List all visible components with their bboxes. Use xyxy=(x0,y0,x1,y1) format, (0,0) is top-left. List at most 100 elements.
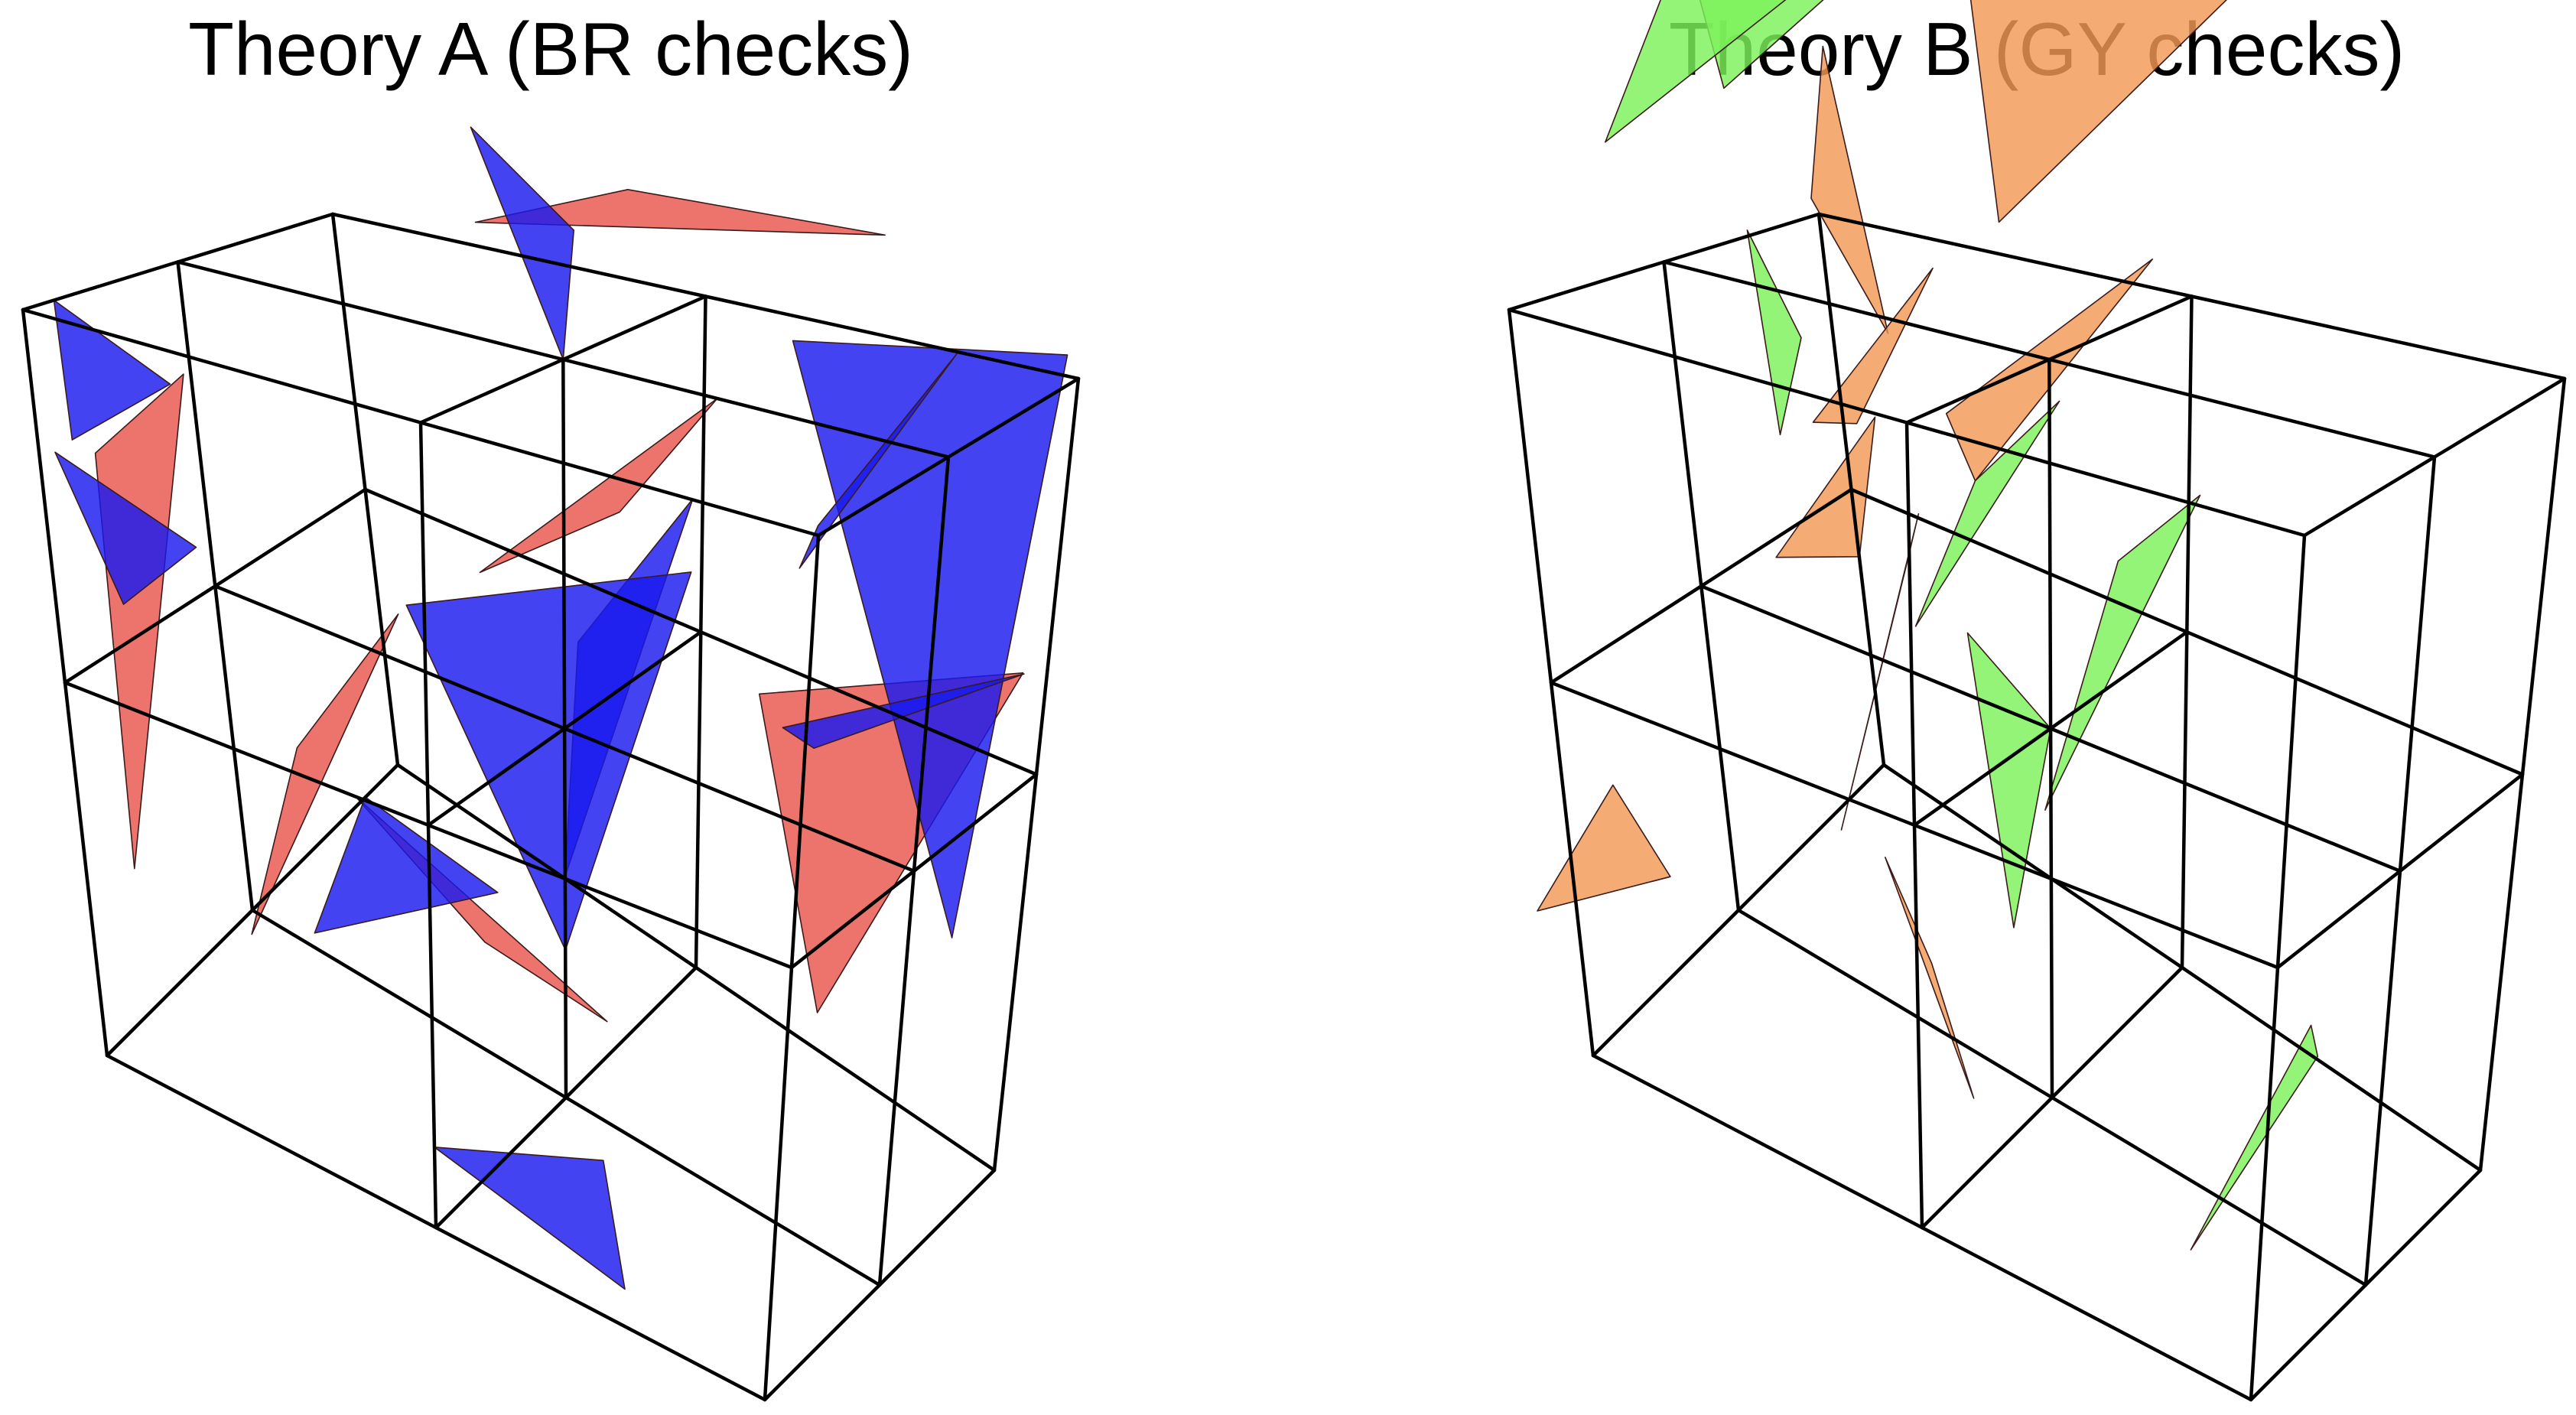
cube-edge xyxy=(1912,823,1924,1230)
cube-edge xyxy=(562,727,916,873)
cube-edge xyxy=(63,584,217,685)
cube-edge xyxy=(561,357,567,730)
check-triangle-orange xyxy=(1885,857,1975,1099)
cube-edge xyxy=(946,376,1081,459)
cube-edge xyxy=(2050,1095,2368,1287)
check-triangle-red xyxy=(94,373,184,870)
cube-edge xyxy=(561,357,951,459)
check-triangle-orange xyxy=(1969,0,2227,223)
cube-edge xyxy=(1699,487,1853,588)
cube-edge xyxy=(418,421,431,828)
check-triangle-green xyxy=(1746,229,1802,436)
check-triangle-orange xyxy=(1812,267,1934,424)
check-triangle-red xyxy=(251,613,399,935)
cube-edge xyxy=(176,260,217,588)
cube-edge xyxy=(1904,357,2051,424)
cube-edge xyxy=(1817,212,2194,298)
cube-edge xyxy=(1920,1095,2054,1230)
cube-edge xyxy=(1662,260,2051,362)
cube-edge xyxy=(789,869,916,970)
check-triangle-blue xyxy=(405,571,692,951)
check-triangle-blue xyxy=(53,299,171,441)
cube-edge xyxy=(2180,630,2189,970)
cube-edge xyxy=(363,487,703,634)
cube-edge xyxy=(564,1095,882,1287)
cube-edge xyxy=(699,294,707,634)
cube-edge xyxy=(1912,727,2053,828)
cube-edge xyxy=(2249,1283,2368,1402)
cube-edge xyxy=(1662,212,1821,264)
cube-edge xyxy=(426,823,794,970)
cube-edge xyxy=(699,630,1039,776)
cube-edge xyxy=(418,421,821,538)
panel-b-check-triangles xyxy=(1537,0,2319,1251)
cube-edge xyxy=(1699,584,1741,912)
check-triangle-blue xyxy=(54,451,197,605)
cube-edge xyxy=(2050,965,2184,1100)
cube-edge xyxy=(1849,487,2189,634)
cube-edge xyxy=(1507,307,1553,685)
cube-edge xyxy=(564,965,698,1100)
cube-edge xyxy=(2478,773,2525,1173)
cube-edge xyxy=(176,212,335,264)
check-triangle-green xyxy=(2044,494,2201,811)
cube-edge xyxy=(877,869,916,1287)
cube-edge xyxy=(1507,260,1666,312)
cube-edge xyxy=(330,212,707,298)
cube-edge xyxy=(1920,1225,2253,1402)
cube-edge xyxy=(1736,908,2054,1100)
cube-edge xyxy=(1699,584,2053,730)
check-triangle-blue xyxy=(314,796,499,934)
panel-a-check-triangles xyxy=(53,126,1068,1290)
cube-edge xyxy=(2047,357,2437,459)
check-triangle-blue xyxy=(792,340,1068,938)
cube-edge xyxy=(2185,294,2194,634)
check-triangle-blue xyxy=(798,353,958,569)
check-triangle-orange xyxy=(1775,416,1876,558)
cube-edge xyxy=(2185,630,2525,776)
cube-edge xyxy=(2249,965,2280,1402)
cube-edge xyxy=(992,773,1039,1173)
cube-edge xyxy=(562,630,703,730)
cube-edge xyxy=(250,763,400,912)
cube-edge xyxy=(213,584,567,730)
cube-edge xyxy=(1549,584,1703,685)
cube-edge xyxy=(763,965,794,1402)
check-triangle-blue xyxy=(782,673,1025,750)
panel-b-cube-edges xyxy=(1507,212,2567,1402)
cube-edge xyxy=(2047,357,2053,730)
cube-edge xyxy=(1736,763,1886,912)
cube-edge xyxy=(2047,294,2194,362)
cube-edge xyxy=(2048,727,2402,873)
cube-edge xyxy=(426,823,438,1230)
cube-edge xyxy=(763,1283,882,1402)
cube-edge xyxy=(63,681,431,828)
cube-edge xyxy=(694,630,703,970)
cube-edge xyxy=(2432,376,2567,459)
cube-edge xyxy=(2302,455,2437,538)
cube-edge xyxy=(250,908,568,1100)
cube-edge xyxy=(63,681,109,1058)
cube-edge xyxy=(2048,727,2054,1100)
cube-edge xyxy=(2275,869,2402,970)
cube-edge xyxy=(2190,294,2567,381)
cube-edge xyxy=(21,260,180,312)
cube-edge xyxy=(105,908,255,1058)
cube-edge xyxy=(1904,421,2307,538)
cube-edge xyxy=(1849,487,1886,767)
panel-a-title: Theory A (BR checks) xyxy=(188,7,913,91)
cube-edge xyxy=(1817,212,1853,492)
cube-edge xyxy=(1912,823,2280,970)
cube-edge xyxy=(1882,763,2184,970)
check-triangle-orange xyxy=(1810,45,1889,334)
cube-edge xyxy=(704,294,1081,381)
check-triangle-green xyxy=(2190,1024,2319,1251)
cube-edge xyxy=(2363,1168,2483,1287)
cube-edge xyxy=(395,763,698,970)
cube-edge xyxy=(2520,376,2567,776)
cube-edge xyxy=(105,1053,438,1230)
check-triangle-green xyxy=(1966,632,2051,929)
check-triangle-green xyxy=(1605,0,1787,143)
cube-edge xyxy=(363,487,400,767)
check-triangle-green xyxy=(1914,400,2060,627)
